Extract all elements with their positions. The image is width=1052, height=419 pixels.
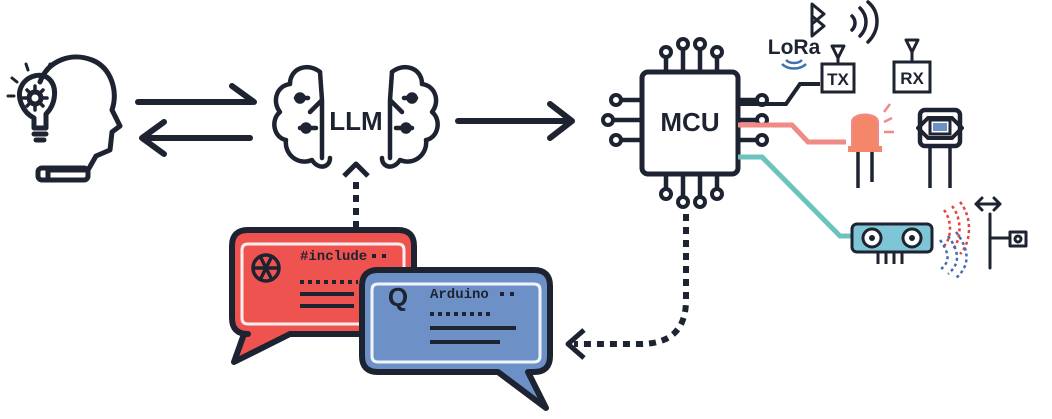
llm-label: LLM bbox=[329, 106, 382, 136]
chatgpt-logo-icon bbox=[251, 253, 281, 283]
query-icon: Q bbox=[388, 282, 408, 312]
human-to-llm-arrow bbox=[135, 83, 257, 105]
rx-label: RX bbox=[900, 69, 924, 88]
wire-to-led bbox=[738, 122, 846, 145]
wireless-signal-icon bbox=[850, 0, 879, 44]
query-chat-bubble: Q Arduino bbox=[359, 267, 553, 411]
lora-signal-icon bbox=[781, 59, 807, 70]
brain-circuit-icon bbox=[272, 64, 440, 169]
echo-waves-icon bbox=[938, 201, 971, 279]
rx-antenna-icon bbox=[904, 38, 920, 62]
led-icon bbox=[848, 103, 894, 188]
rx-module bbox=[892, 60, 932, 94]
mcu-label: MCU bbox=[660, 107, 719, 137]
lora-logo: LoRa bbox=[768, 36, 821, 59]
bluetooth-icon bbox=[810, 2, 826, 38]
wire-to-tx bbox=[738, 82, 820, 106]
microcontroller-chip-icon bbox=[601, 37, 769, 209]
mcu-to-bubble-dotted-arrow bbox=[565, 214, 689, 360]
target-object-icon bbox=[974, 196, 1028, 270]
wire-to-ultrasonic bbox=[738, 154, 852, 239]
llm-to-mcu-arrow bbox=[455, 101, 575, 141]
human-head-lightbulb-icon bbox=[6, 54, 123, 183]
light-sensor-icon bbox=[916, 107, 964, 188]
llm-to-human-arrow bbox=[139, 119, 253, 157]
tx-antenna-icon bbox=[830, 44, 846, 64]
tx-label: TX bbox=[827, 70, 849, 89]
bubble-to-llm-dotted-arrow bbox=[342, 161, 370, 228]
query-bubble-text: Arduino bbox=[430, 287, 489, 303]
tx-module bbox=[820, 62, 856, 94]
ultrasonic-sensor-icon bbox=[850, 222, 934, 264]
query-bubble-lines bbox=[430, 292, 516, 344]
code-bubble-lines bbox=[300, 254, 386, 308]
code-bubble-text: #include bbox=[300, 249, 367, 265]
